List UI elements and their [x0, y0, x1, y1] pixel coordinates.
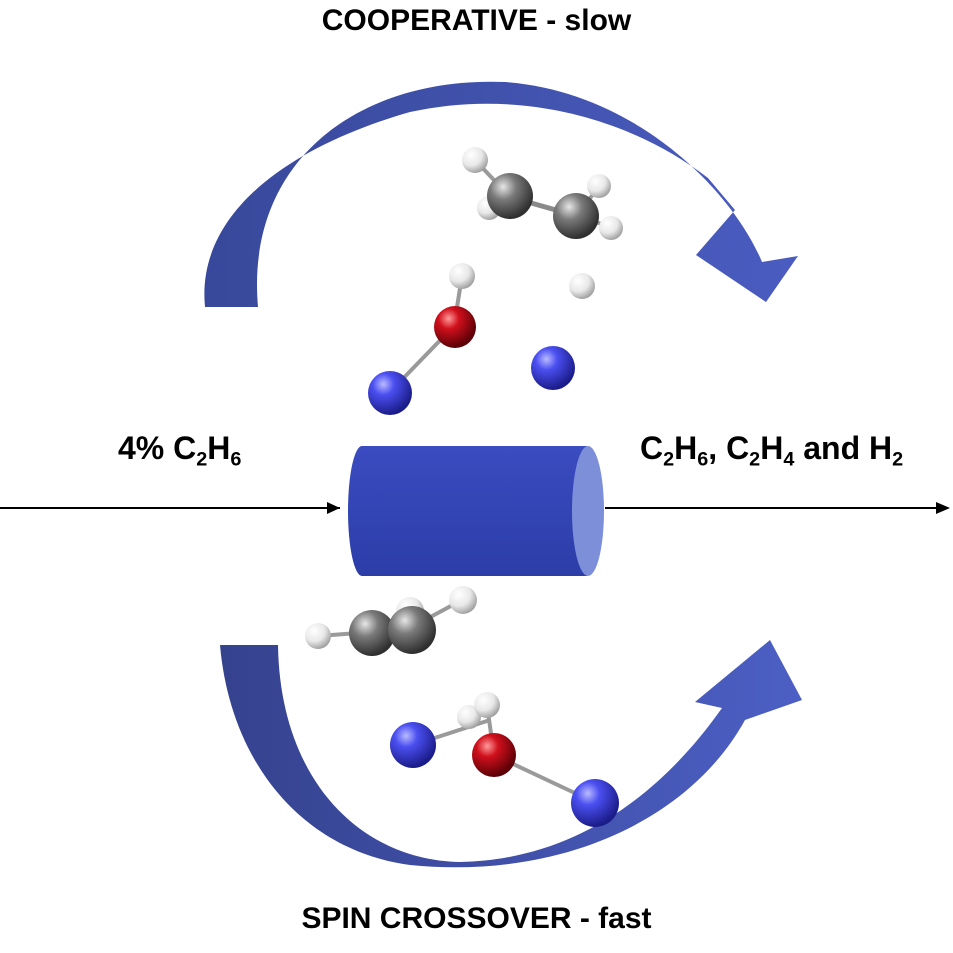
product-hydrogen: and H: [794, 430, 893, 466]
nitrogen-atom: [531, 346, 575, 390]
product-ethylene-sub-c: 2: [749, 448, 761, 471]
outlet-arrowhead: [936, 502, 950, 514]
feed-text-h: H: [207, 430, 231, 466]
oxygen-atom: [434, 306, 476, 348]
spin-crossover-title: SPIN CROSSOVER - fast: [301, 902, 652, 935]
cooperative-curved-arrow: [204, 81, 798, 307]
product-label: C2H6, C2H4 and H2: [640, 430, 904, 471]
carbon-atom: [553, 193, 599, 239]
product-ethylene-c: , C: [708, 430, 750, 466]
lower-molecule-cluster: [305, 586, 619, 827]
product-ethylene-h: H: [760, 430, 784, 466]
hydrogen-atom: [599, 216, 623, 240]
nitrogen-atom: [368, 371, 412, 415]
hydrogen-atom: [449, 586, 477, 614]
spin-crossover-curved-arrow: [220, 640, 802, 868]
hydrogen-atom: [457, 705, 481, 729]
product-ethylene-sub-h: 4: [783, 448, 795, 471]
product-ethane-h: H: [674, 430, 698, 466]
product-ethane-sub-h: 6: [697, 448, 709, 471]
feed-sub-carbon: 2: [196, 448, 208, 471]
feed-text: 4% C: [118, 430, 197, 466]
hydrogen-atom: [587, 174, 611, 198]
product-hydrogen-sub: 2: [892, 448, 904, 471]
carbon-atom: [388, 606, 436, 654]
hydrogen-atom: [449, 263, 475, 289]
hydrogen-atom: [462, 147, 488, 173]
oxygen-atom: [472, 733, 516, 777]
product-ethane-c: C: [640, 430, 664, 466]
inlet-arrowhead: [327, 502, 340, 514]
feed-sub-hydrogen: 6: [230, 448, 242, 471]
upper-molecule-cluster: [368, 147, 623, 415]
hydrogen-atom: [305, 623, 331, 649]
feed-label: 4% C2H6: [118, 430, 242, 471]
hydrogen-atom: [569, 273, 595, 299]
nitrogen-atom: [390, 722, 436, 768]
nitrogen-atom: [571, 779, 619, 827]
carbon-atom: [349, 610, 395, 656]
hydrogen-atom: [474, 692, 500, 718]
cooperative-title: COOPERATIVE - slow: [321, 4, 632, 37]
carbon-atom: [487, 173, 533, 219]
product-ethane-sub-c: 2: [663, 448, 675, 471]
reactor-cylinder: [348, 446, 604, 576]
